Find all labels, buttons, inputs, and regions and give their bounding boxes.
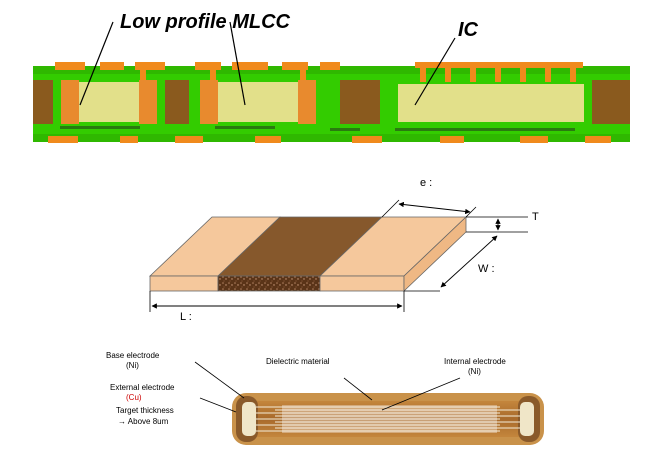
dim-w-arrow <box>440 235 498 288</box>
label-external-electrode: External electrode <box>110 383 175 392</box>
leader-line <box>414 37 456 106</box>
dim-e-arrow <box>398 201 471 215</box>
bottom-traces <box>48 136 611 143</box>
chip-front-right-terminal <box>319 275 405 292</box>
label-base-electrode: Base electrode <box>106 351 160 360</box>
pcb-bottom-layer <box>33 134 630 142</box>
label-target-thickness: Target thickness <box>116 406 174 415</box>
mlcc-1-terminal-right <box>139 80 157 124</box>
leader-line <box>229 21 246 106</box>
leader-line <box>79 21 114 106</box>
ic-body <box>398 84 584 122</box>
chip-front-left-terminal <box>149 275 219 292</box>
pcb-cross-section: Low profile MLCC IC <box>33 11 630 143</box>
label-external-electrode-material: (Cu) <box>126 393 142 402</box>
label-base-electrode-material: (Ni) <box>126 361 139 370</box>
label-low-profile-mlcc: Low profile MLCC <box>120 11 291 33</box>
mlcc-2-body <box>218 82 298 122</box>
core-slab <box>165 80 189 124</box>
dim-e-ext-right <box>465 206 477 218</box>
dim-l-label: L : <box>180 311 192 323</box>
core-slab <box>33 80 53 124</box>
inner-layer-dashes <box>60 126 575 131</box>
label-dielectric-material: Dielectric material <box>266 357 330 366</box>
active-area-highlight <box>282 405 497 433</box>
mlcc-2-terminal-left <box>200 80 218 124</box>
leader-dielectric <box>343 377 373 401</box>
label-target-thickness-value: → Above 8um <box>118 417 169 426</box>
dim-e-label: e : <box>420 177 432 189</box>
dim-e-ext-left <box>381 199 400 218</box>
chip-front-body <box>217 275 321 292</box>
dim-w-label: W : <box>478 263 495 275</box>
chip-3d-drawing: e : T W : L : <box>148 177 539 323</box>
mlcc-cross-section: Base electrode (Ni) Dielectric material … <box>106 351 544 445</box>
base-electrode-right-inner <box>520 402 534 436</box>
top-traces <box>55 62 583 82</box>
label-internal-electrode: Internal electrode <box>444 357 506 366</box>
dim-t-label: T <box>532 211 539 223</box>
leader-internal-electrode <box>381 377 461 411</box>
label-ic: IC <box>458 19 479 41</box>
core-slab <box>592 80 630 124</box>
leader-base-electrode <box>194 361 245 399</box>
mlcc-1-terminal-left <box>61 80 79 124</box>
core-slab <box>340 80 380 124</box>
mlcc-1-body <box>79 82 139 122</box>
leader-external-electrode <box>199 397 237 413</box>
internal-electrodes <box>256 406 520 432</box>
mlcc-2-terminal-right <box>298 80 316 124</box>
label-internal-electrode-material: (Ni) <box>468 367 481 376</box>
base-electrode-left-inner <box>242 402 256 436</box>
